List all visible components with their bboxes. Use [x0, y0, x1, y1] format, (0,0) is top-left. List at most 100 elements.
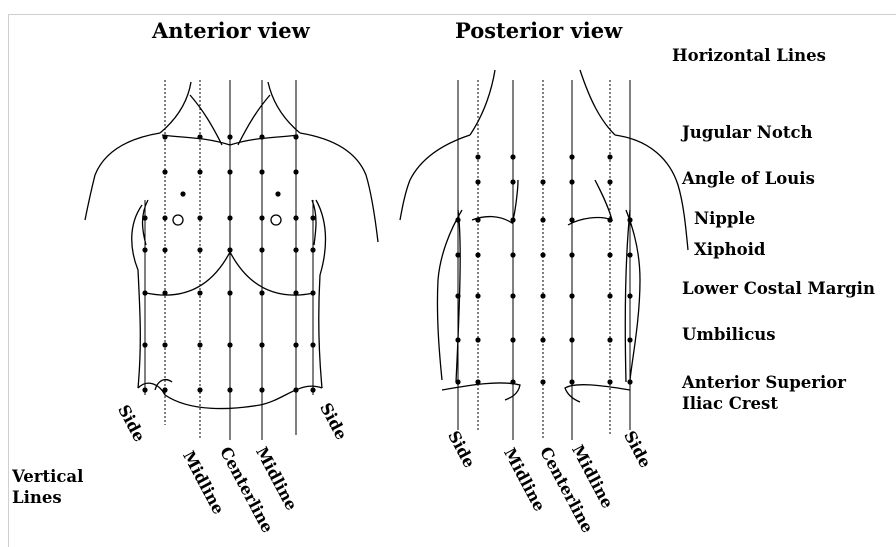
posterior-grid-point — [455, 293, 460, 298]
anterior-grid-point — [162, 290, 167, 295]
posterior-grid-points — [455, 154, 632, 384]
anterior-grid-point — [259, 342, 264, 347]
anterior-grid-point — [227, 387, 232, 392]
posterior-grid-point — [455, 217, 460, 222]
posterior-grid-point — [627, 217, 632, 222]
anterior-shoulder-right — [300, 133, 378, 242]
anterior-grid-point — [310, 342, 315, 347]
anterior-grid-point — [197, 169, 202, 174]
posterior-grid-point — [627, 252, 632, 257]
anterior-grid-point — [197, 247, 202, 252]
posterior-grid-point — [455, 379, 460, 384]
anterior-grid-point — [293, 342, 298, 347]
anterior-grid-point — [227, 342, 232, 347]
posterior-grid-point — [627, 379, 632, 384]
anterior-grid-point — [197, 215, 202, 220]
posterior-grid-point — [510, 154, 515, 159]
posterior-grid-point — [475, 379, 480, 384]
posterior-grid-point — [569, 217, 574, 222]
anterior-grid-point — [142, 342, 147, 347]
anterior-grid-point — [197, 342, 202, 347]
vertical-lines-heading-line2: Lines — [12, 487, 62, 508]
anterior-grid-point — [162, 342, 167, 347]
anterior-neck-right-inner — [238, 95, 270, 145]
posterior-scapula-right — [568, 180, 612, 225]
anterior-grid-point — [227, 215, 232, 220]
posterior-view-title: Posterior view — [455, 18, 622, 43]
anterior-grid-point — [293, 169, 298, 174]
anterior-torso — [85, 82, 378, 409]
anterior-grid-point — [162, 247, 167, 252]
posterior-grid-point — [510, 293, 515, 298]
posterior-grid-point — [475, 217, 480, 222]
anterior-grid-point — [259, 169, 264, 174]
anterior-nipple-left — [173, 215, 183, 225]
vertical-lines-heading-line1: Vertical — [12, 466, 83, 487]
label-lower-costal-margin: Lower Costal Margin — [682, 278, 875, 299]
posterior-grid-point — [627, 293, 632, 298]
anterior-grid-point — [293, 215, 298, 220]
anterior-grid-point — [259, 247, 264, 252]
anterior-grid-point — [162, 387, 167, 392]
anterior-grid-point — [259, 215, 264, 220]
anterior-grid-point — [197, 387, 202, 392]
posterior-grid-point — [569, 252, 574, 257]
posterior-grid-point — [540, 252, 545, 257]
anterior-grid-point — [310, 215, 315, 220]
label-nipple: Nipple — [694, 208, 755, 229]
posterior-pelvis-right — [565, 385, 630, 402]
posterior-grid-point — [627, 337, 632, 342]
anterior-grid-point — [227, 134, 232, 139]
anterior-grid-point — [180, 191, 185, 196]
posterior-grid-point — [607, 217, 612, 222]
anterior-nipple-right — [271, 215, 281, 225]
anterior-grid-point — [197, 134, 202, 139]
posterior-scapula-left — [472, 180, 518, 223]
posterior-grid-point — [607, 252, 612, 257]
anterior-grid-point — [310, 290, 315, 295]
posterior-pelvis-left — [442, 383, 520, 400]
anterior-grid-point — [227, 169, 232, 174]
posterior-grid-point — [475, 154, 480, 159]
posterior-torso — [400, 70, 688, 402]
anterior-side-right — [316, 200, 326, 388]
anterior-shoulder-left — [85, 133, 160, 220]
posterior-grid-point — [510, 179, 515, 184]
anterior-grid-point — [293, 134, 298, 139]
posterior-grid-point — [607, 154, 612, 159]
posterior-grid-point — [475, 293, 480, 298]
posterior-grid-point — [607, 179, 612, 184]
anterior-grid-point — [227, 247, 232, 252]
label-xiphoid: Xiphoid — [694, 239, 765, 260]
posterior-shoulder-right — [615, 135, 688, 250]
posterior-grid-point — [540, 379, 545, 384]
anterior-grid-point — [293, 387, 298, 392]
posterior-grid-point — [607, 293, 612, 298]
anterior-grid-point — [142, 387, 147, 392]
anterior-grid-point — [227, 290, 232, 295]
posterior-grid-point — [455, 252, 460, 257]
anterior-neck-right — [268, 82, 300, 133]
anterior-grid-point — [259, 290, 264, 295]
posterior-grid-point — [607, 379, 612, 384]
anterior-neck-left-inner — [190, 95, 222, 145]
anterior-grid-point — [310, 387, 315, 392]
posterior-grid-point — [569, 179, 574, 184]
posterior-shoulder-left — [400, 135, 470, 220]
posterior-grid-point — [475, 337, 480, 342]
posterior-grid-point — [607, 337, 612, 342]
anterior-grid-point — [162, 169, 167, 174]
posterior-grid-point — [569, 379, 574, 384]
anterior-grid-point — [310, 247, 315, 252]
posterior-grid-point — [455, 337, 460, 342]
posterior-grid-point — [569, 293, 574, 298]
posterior-grid-point — [510, 379, 515, 384]
posterior-grid-point — [510, 337, 515, 342]
posterior-grid-point — [510, 252, 515, 257]
anterior-grid-point — [142, 247, 147, 252]
label-jugular-notch: Jugular Notch — [682, 122, 813, 143]
anterior-grid-point — [275, 191, 280, 196]
anterior-grid-point — [197, 290, 202, 295]
anterior-side-left — [132, 205, 142, 388]
